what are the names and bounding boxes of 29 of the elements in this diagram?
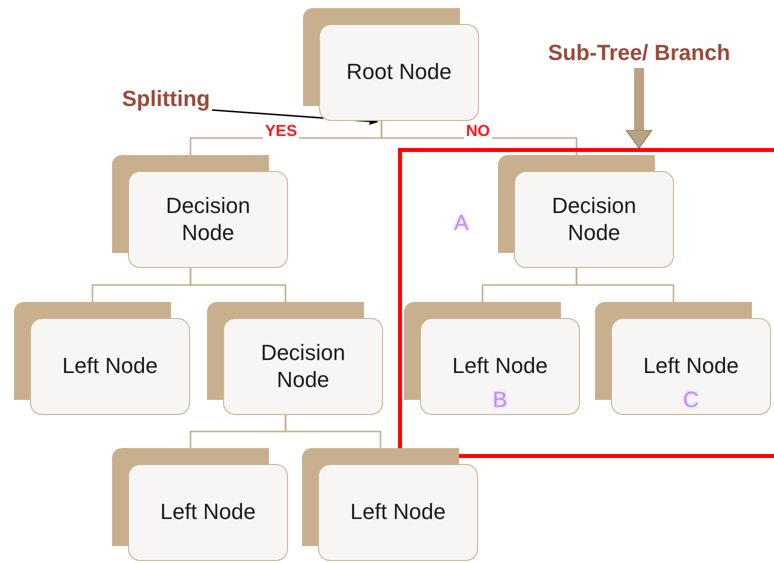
connector-line — [284, 415, 382, 448]
node-label: Left Node — [350, 499, 446, 526]
callout-text: Splitting — [122, 86, 210, 112]
connector-line — [190, 268, 286, 302]
node-label: Left Node — [643, 353, 739, 380]
node-letter: C — [683, 387, 699, 413]
edge-label: YES — [262, 124, 299, 140]
tree-node — [303, 8, 479, 121]
connector-line — [576, 268, 674, 302]
tree-node — [404, 302, 580, 415]
node-letter: B — [492, 387, 508, 413]
node-letter: A — [454, 210, 469, 236]
block-arrow — [626, 68, 653, 148]
edge-label: NO — [464, 124, 492, 140]
node-label: Left Node — [62, 353, 158, 380]
node-label: Root Node — [346, 59, 452, 86]
tree-node — [14, 302, 190, 415]
tree-node — [112, 448, 288, 561]
tree-node — [302, 448, 478, 561]
callout-text: Sub-Tree/ Branch — [548, 40, 730, 66]
node-label: Decision Node — [550, 193, 638, 246]
tree-node — [595, 302, 771, 415]
tree-node — [207, 302, 383, 415]
subtree-frame — [398, 148, 774, 458]
node-label: Decision Node — [164, 193, 252, 246]
node-label: Left Node — [452, 353, 548, 380]
tree-node — [112, 155, 288, 268]
node-label: Left Node — [160, 499, 256, 526]
node-label: Decision Node — [260, 340, 346, 393]
